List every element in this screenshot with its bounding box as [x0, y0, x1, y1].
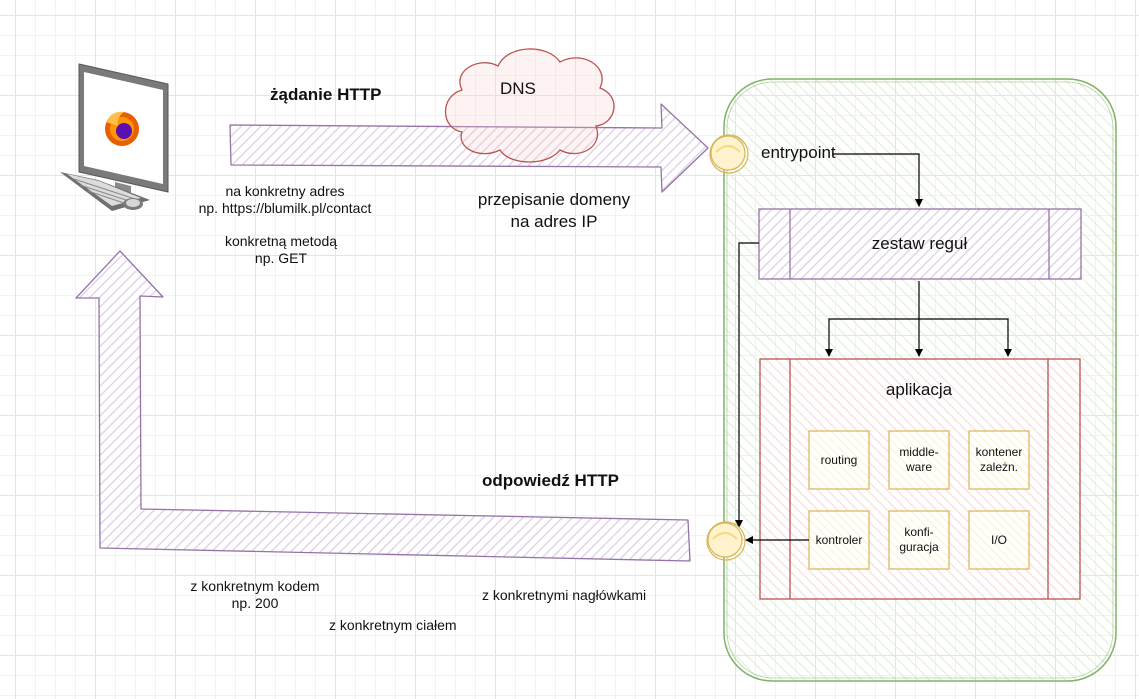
request-method-note: konkretną metodą np. GET — [216, 233, 346, 267]
request-arrow — [229, 103, 709, 193]
connector-branch-left — [825, 318, 919, 357]
request-title: żądanie HTTP — [270, 85, 382, 104]
request-method-line2: np. GET — [254, 250, 308, 266]
module-controller-label: kontroler — [815, 532, 863, 547]
dns-note: przepisanie domeny na adres IP — [468, 189, 640, 233]
module-middleware-box — [888, 430, 950, 490]
module-io-box — [968, 510, 1030, 570]
response-code-line1: z konkretnym kodem — [190, 578, 320, 594]
module-config-box — [888, 510, 950, 570]
module-routing-box — [808, 430, 870, 490]
firefox-icon — [105, 111, 139, 146]
response-code-note: z konkretnym kodem np. 200 — [176, 578, 334, 612]
dns-note-line1: przepisanie domeny — [477, 190, 631, 209]
response-arrow — [75, 250, 691, 562]
connector-rules-to-exit — [735, 242, 759, 528]
rules-label: zestaw reguł — [871, 234, 968, 253]
module-config-label: konfi- guracja — [899, 525, 939, 554]
module-routing-label: routing — [820, 452, 858, 467]
module-container-label: kontener zależn. — [975, 445, 1023, 474]
entrypoint-node — [709, 134, 749, 174]
exitpoint-node — [706, 521, 746, 561]
dns-cloud — [445, 48, 615, 163]
module-container-box — [968, 430, 1030, 490]
response-headers-note: z konkretnymi nagłówkami — [482, 587, 647, 603]
module-middleware-label: middle- ware — [899, 445, 939, 474]
connector-entry-to-rules — [832, 153, 923, 207]
connector-branch-right — [919, 318, 1012, 357]
request-method-line1: konkretną metodą — [224, 233, 338, 249]
request-address-note: na konkretny adres np. https://blumilk.p… — [190, 183, 380, 217]
rules-box — [758, 208, 1082, 280]
response-code-line2: np. 200 — [231, 595, 279, 611]
response-body-note: z konkretnym ciałem — [329, 617, 457, 633]
module-io-label: I/O — [990, 532, 1007, 547]
dns-label: DNS — [500, 79, 536, 98]
request-address-line1: na konkretny adres — [225, 183, 345, 199]
application-label: aplikacja — [885, 380, 953, 399]
response-title: odpowiedź HTTP — [482, 471, 619, 490]
dns-note-line2: na adres IP — [510, 212, 598, 231]
computer-icon — [60, 63, 169, 211]
request-address-line2: np. https://blumilk.pl/contact — [198, 200, 372, 216]
entrypoint-label: entrypoint — [761, 143, 836, 162]
module-controller-box — [808, 510, 870, 570]
